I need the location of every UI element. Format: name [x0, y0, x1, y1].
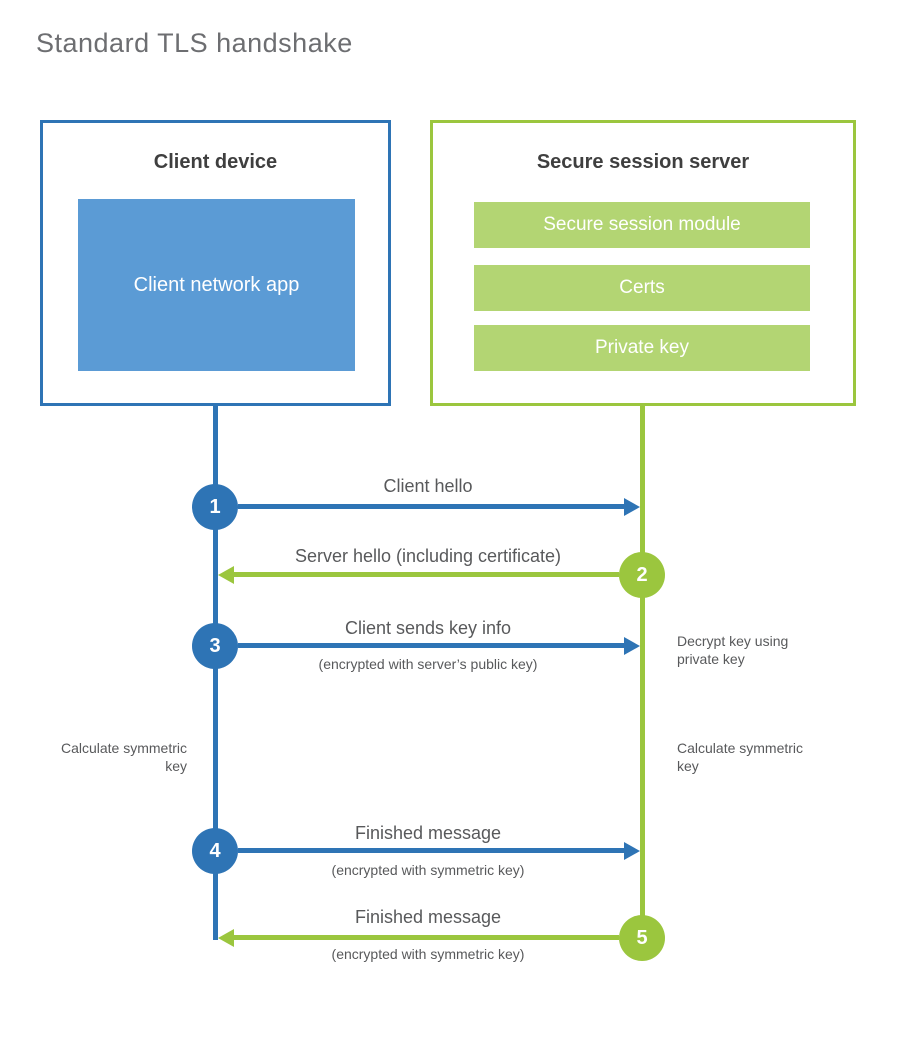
server-lifeline	[640, 405, 645, 938]
server-module-secure-session: Secure session module	[474, 202, 810, 248]
step-number-2: 2	[636, 563, 648, 586]
arrow-head-finished-client	[624, 842, 640, 860]
secure-session-server-title: Secure session server	[536, 151, 750, 173]
message-sub-finished-server: (encrypted with symmetric key)	[331, 946, 525, 962]
server-module-certs: Certs	[474, 265, 810, 311]
note-decrypt-key: Decrypt key using private key	[677, 633, 789, 668]
step-number-1: 1	[209, 495, 221, 518]
step-circle-2: 2	[619, 552, 665, 598]
arrow-head-server-hello	[218, 566, 234, 584]
message-sub-finished-client: (encrypted with symmetric key)	[331, 862, 525, 878]
step-number-5: 5	[636, 926, 648, 949]
arrow-head-finished-server	[218, 929, 234, 947]
step-circle-3: 3	[192, 623, 238, 669]
arrow-finished-server	[233, 935, 619, 940]
arrow-client-hello	[238, 504, 625, 509]
secure-session-server-box: Secure session server Secure session mod…	[430, 120, 856, 406]
message-sub-key-info: (encrypted with server’s public key)	[318, 656, 538, 672]
arrow-head-client-hello	[624, 498, 640, 516]
server-module-private-key: Private key	[474, 325, 810, 371]
step-circle-4: 4	[192, 828, 238, 874]
note-calculate-key-client: Calculate symmetric key	[60, 740, 187, 775]
client-device-title: Client device	[153, 151, 278, 173]
arrow-server-hello	[233, 572, 619, 577]
message-label-finished-server: Finished message	[354, 907, 502, 927]
client-network-app-box: Client network app	[78, 199, 355, 371]
message-label-finished-client: Finished message	[354, 823, 502, 843]
step-number-4: 4	[209, 839, 221, 862]
step-number-3: 3	[209, 634, 221, 657]
step-circle-5: 5	[619, 915, 665, 961]
client-network-app-label: Client network app	[133, 274, 300, 296]
note-calculate-key-server: Calculate symmetric key	[677, 740, 804, 775]
message-label-key-info: Client sends key info	[344, 618, 512, 638]
arrow-head-key-info	[624, 637, 640, 655]
arrow-finished-client	[238, 848, 625, 853]
client-lifeline	[213, 405, 218, 940]
message-label-client-hello: Client hello	[383, 476, 473, 496]
client-device-box: Client device Client network app	[40, 120, 391, 406]
arrow-key-info	[238, 643, 625, 648]
step-circle-1: 1	[192, 484, 238, 530]
message-label-server-hello: Server hello (including certificate)	[294, 546, 562, 566]
page-title: Standard TLS handshake	[36, 28, 353, 58]
